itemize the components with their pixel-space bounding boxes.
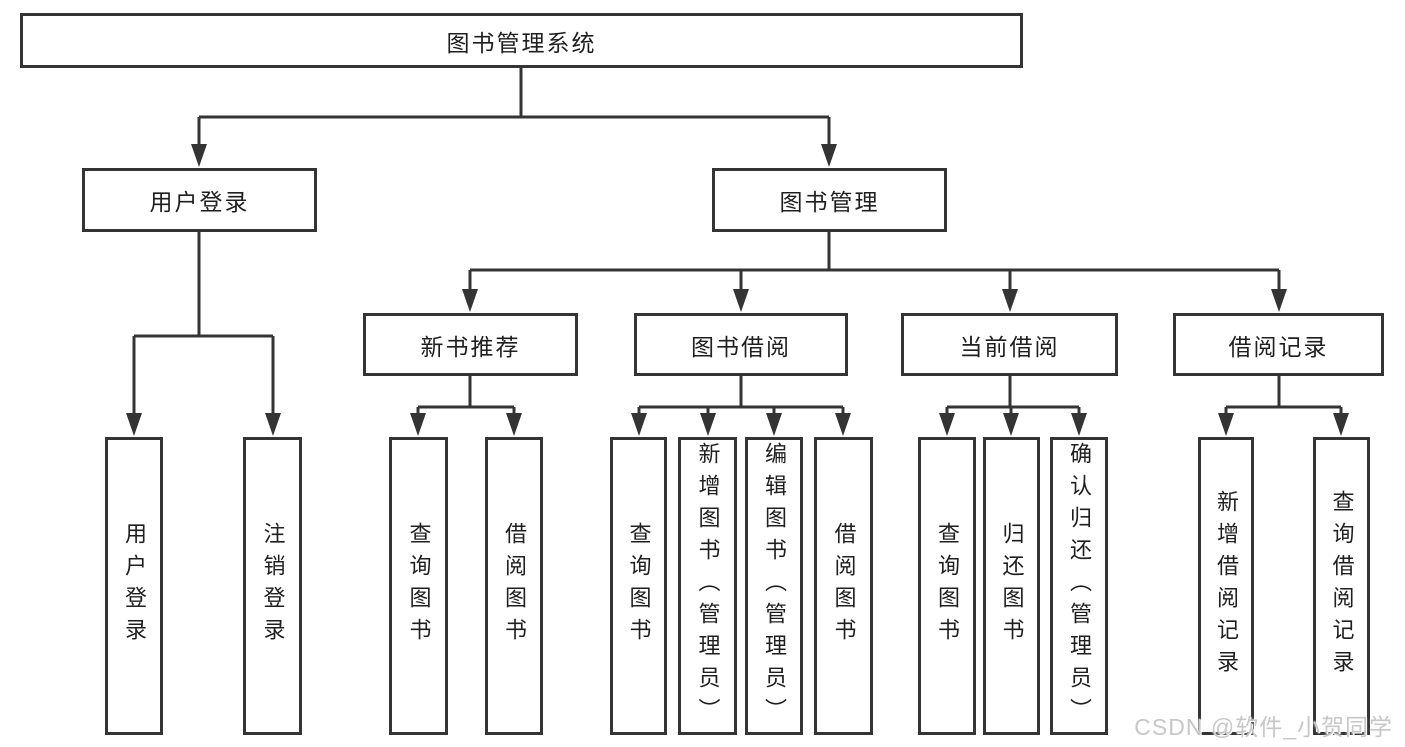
node-label: 借阅记录 <box>1228 333 1329 360</box>
node-label: 当前借阅 <box>959 333 1060 360</box>
node-label: 注销登录 <box>260 522 286 650</box>
arrowhead <box>766 413 782 436</box>
node-label: 编辑图书（管理员） <box>762 442 787 730</box>
node-label: 查询图书 <box>935 522 960 650</box>
arrowhead <box>1271 289 1287 312</box>
arrowhead <box>821 144 837 167</box>
node-label: 查询图书 <box>406 522 432 650</box>
arrowhead <box>1002 289 1018 312</box>
node-label: 确认归还（管理员） <box>1067 442 1092 730</box>
node-label: 归还图书 <box>999 522 1025 650</box>
connector-borrow-split <box>637 376 845 415</box>
node-current-borrow: 当前借阅 <box>901 313 1118 376</box>
node-leaf-query-books-borrow: 查询图书 <box>610 437 667 735</box>
arrowhead <box>1218 413 1234 436</box>
node-leaf-user-login: 用户登录 <box>105 437 163 735</box>
node-leaf-query-borrow-record: 查询借阅记录 <box>1313 437 1370 735</box>
arrowhead <box>191 144 207 167</box>
node-label: 新增图书（管理员） <box>695 442 721 730</box>
node-borrow-records: 借阅记录 <box>1173 313 1384 376</box>
node-leaf-confirm-return-admin: 确认归还（管理员） <box>1050 437 1108 735</box>
node-label: 借阅图书 <box>831 522 857 650</box>
arrowhead <box>939 413 955 436</box>
node-user-login-branch: 用户登录 <box>82 168 317 232</box>
node-leaf-query-books-current: 查询图书 <box>918 437 976 735</box>
node-label: 图书借阅 <box>691 333 791 360</box>
node-leaf-add-books-admin: 新增图书（管理员） <box>678 437 737 735</box>
arrowhead <box>126 413 142 436</box>
arrowhead <box>700 413 716 436</box>
connector-records-split <box>1224 376 1343 415</box>
connector-current-split <box>945 376 1081 415</box>
node-leaf-query-books-recommend: 查询图书 <box>389 437 448 735</box>
arrowhead <box>410 413 426 436</box>
node-leaf-return-books: 归还图书 <box>983 437 1040 735</box>
node-label: 借阅图书 <box>502 522 527 650</box>
node-label: 查询借阅记录 <box>1329 490 1355 682</box>
arrowhead <box>835 413 851 436</box>
node-label: 用户登录 <box>149 189 250 215</box>
node-label: 用户登录 <box>122 522 147 650</box>
node-label: 图书管理系统 <box>446 29 597 56</box>
arrowhead <box>1071 413 1087 436</box>
connector-bookmgmt-split <box>468 232 1281 291</box>
node-book-management-branch: 图书管理 <box>712 168 947 232</box>
node-label: 图书管理 <box>779 189 880 215</box>
node-root-library-system: 图书管理系统 <box>20 13 1023 68</box>
connector-newbooks-split <box>416 376 516 415</box>
connector-level2-stems <box>197 117 831 146</box>
connector-userlogin-split <box>132 232 275 415</box>
node-label: 新增借阅记录 <box>1214 490 1239 682</box>
node-new-book-recommend: 新书推荐 <box>363 313 578 376</box>
node-leaf-borrow-books: 借阅图书 <box>814 437 873 735</box>
node-label: 查询图书 <box>626 522 652 650</box>
arrowhead <box>733 289 749 312</box>
node-leaf-add-borrow-record: 新增借阅记录 <box>1198 437 1254 735</box>
node-leaf-logout: 注销登录 <box>243 437 302 735</box>
arrowhead <box>1003 413 1019 436</box>
node-leaf-edit-books-admin: 编辑图书（管理员） <box>745 437 803 735</box>
arrowhead <box>631 413 647 436</box>
csdn-watermark: CSDN @软件_小贺同学 <box>1134 714 1393 740</box>
node-leaf-borrow-books-recommend: 借阅图书 <box>485 437 543 735</box>
arrowhead <box>506 413 522 436</box>
connector-root-to-level2 <box>199 68 829 119</box>
node-label: 新书推荐 <box>420 333 521 360</box>
arrowhead <box>265 413 281 436</box>
arrowhead <box>462 289 478 312</box>
node-book-borrow: 图书借阅 <box>634 313 848 376</box>
arrowhead <box>1333 413 1349 436</box>
